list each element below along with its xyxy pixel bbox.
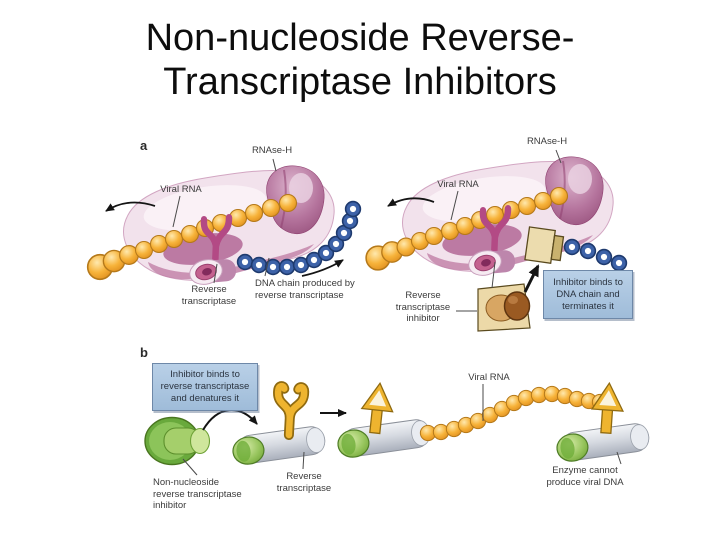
slide-title-line1: Non-nucleoside Reverse-: [145, 17, 575, 59]
panel-a-letter: a: [140, 138, 148, 153]
viral-rna-label-right: Viral RNA: [437, 179, 479, 190]
dna-chain-label: DNA chain produced by reverse transcript…: [255, 278, 355, 301]
viral-rna-label-b: Viral RNA: [468, 372, 510, 383]
nnrti-icon: [144, 416, 211, 466]
slide-title-line2: Transcriptase Inhibitors: [163, 61, 557, 103]
reverse-transcriptase-label-left: Reverse transcriptase: [181, 284, 237, 307]
bound-inhibitor-block: [524, 226, 565, 264]
rt-inhibitor-icon: [477, 283, 531, 332]
rt-inhibitor-label: Reverse transcriptase inhibitor: [395, 290, 451, 324]
callout-denatures: Inhibitor binds to reverse transcriptase…: [152, 363, 258, 411]
reverse-transcriptase-label-b: Reverse transcriptase: [276, 471, 332, 494]
panel-b-letter: b: [140, 345, 148, 360]
rnase-h-label-right: RNAse-H: [526, 136, 568, 147]
nnrti-label: Non-nucleoside reverse transcriptase inh…: [153, 477, 242, 511]
callout-terminates: Inhibitor binds to DNA chain and termina…: [543, 270, 633, 319]
viral-rna-label-left: Viral RNA: [160, 184, 202, 195]
rnase-h-label-left: RNAse-H: [251, 145, 293, 156]
enzyme-cannot-label: Enzyme cannot produce viral DNA: [546, 465, 624, 488]
slide-title: Non-nucleoside Reverse- Transcriptase In…: [0, 16, 720, 104]
